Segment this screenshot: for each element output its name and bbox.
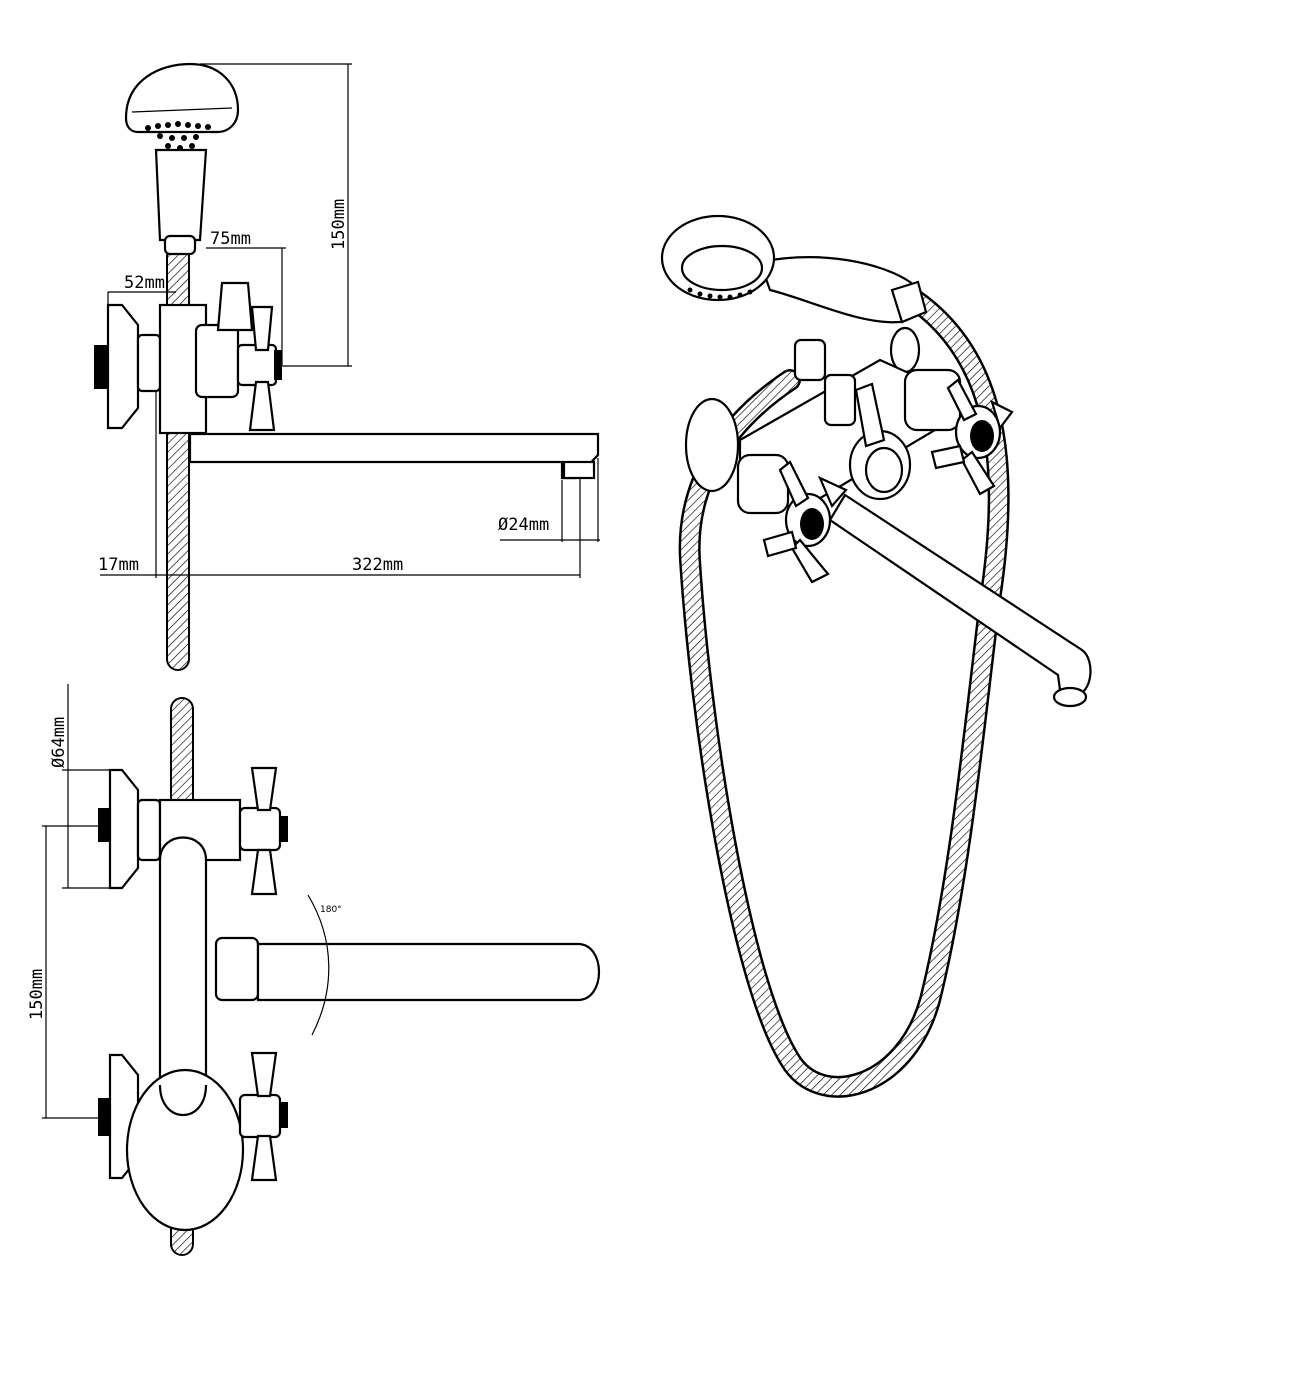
top-upper-flange <box>108 768 140 890</box>
top-dimension-lines <box>42 684 112 1119</box>
side-dimension-lines <box>100 63 600 578</box>
perspective-view <box>660 214 1092 1098</box>
dim-spout-length: 322mm <box>352 555 403 575</box>
top-spout <box>256 942 600 1002</box>
side-spout <box>188 432 600 480</box>
perspective-wall-flange-left <box>684 397 740 493</box>
dim-center-distance: 150mm <box>27 969 47 1020</box>
wall-flange <box>106 303 140 430</box>
perspective-cross-handle-right <box>903 368 1014 496</box>
perspective-nozzles <box>687 287 753 300</box>
dim-wall-offset: 52mm <box>124 273 165 293</box>
top-upper-cross-handle <box>250 766 288 896</box>
wall-inlet <box>94 345 108 389</box>
dim-rotation-angle: 180° <box>320 905 342 915</box>
perspective-spout <box>828 493 1092 697</box>
top-lower-cross-handle <box>250 1051 288 1182</box>
diverter-knob <box>216 281 254 332</box>
side-view: 150mm 75mm 52mm Ø24mm 17mm 322mm <box>94 62 600 671</box>
top-lower-body <box>125 1068 245 1232</box>
dim-flange-diameter: Ø64mm <box>49 717 69 768</box>
rotation-arc <box>307 894 330 1036</box>
top-view: 180° Ø64mm 150mm <box>27 684 600 1256</box>
perspective-shower-head <box>660 214 928 324</box>
top-spout-nut <box>214 936 260 1002</box>
side-cross-handle <box>236 305 282 432</box>
shower-head <box>124 62 240 256</box>
dim-head-offset: 75mm <box>210 229 251 249</box>
perspective-diverter-lever <box>854 382 886 448</box>
dim-hose-height: 150mm <box>329 199 349 250</box>
dim-wall-gap: 17mm <box>98 555 139 575</box>
perspective-wall-flange-right <box>889 326 921 374</box>
shower-nozzles <box>145 121 211 151</box>
perspective-cross-handle-left <box>736 453 848 584</box>
dim-spout-diameter: Ø24mm <box>498 515 549 535</box>
